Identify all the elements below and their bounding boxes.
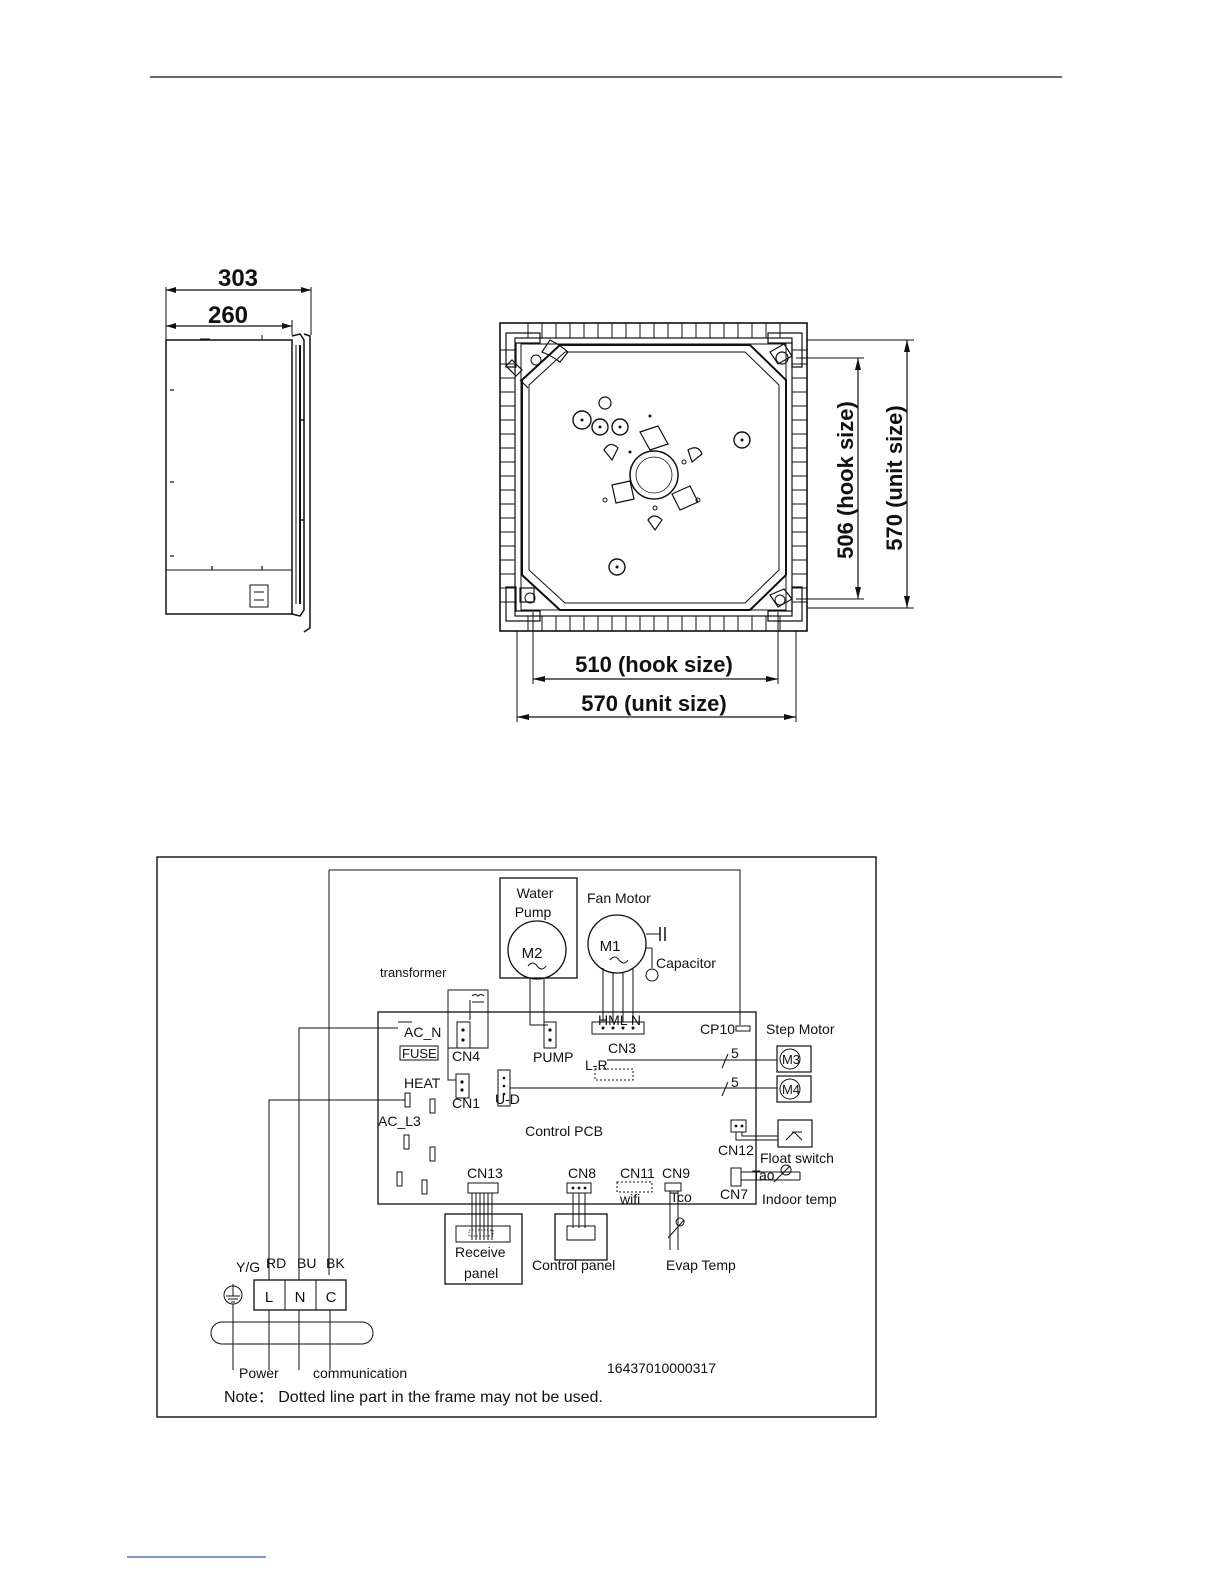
cn3-label: CN3 — [608, 1040, 636, 1056]
control-panel-box — [554, 1213, 608, 1261]
yg-label: Y/G — [236, 1259, 260, 1275]
u-d-label: U-D — [495, 1091, 520, 1107]
fan-motor-label: Fan Motor — [587, 890, 651, 906]
bu-wire — [298, 1027, 398, 1280]
water-pump-label-2: Pump — [515, 904, 552, 920]
cn9-label: CN9 — [662, 1165, 690, 1181]
wire-count-b: 5 — [731, 1074, 739, 1090]
transformer-box — [447, 989, 489, 1049]
bottom-hook-dim-label: 510 (hook size) — [575, 652, 733, 677]
note-text: Note： Dotted line part in the frame may … — [224, 1389, 603, 1406]
side-body — [165, 339, 293, 615]
part-code-label: 16437010000317 — [607, 1360, 716, 1376]
wiring-diagram: Control PCB Water Pump M2 PUMP Fan Motor… — [156, 856, 877, 1418]
control-pcb-label: Control PCB — [525, 1123, 603, 1139]
cn11-label: CN11 — [620, 1165, 655, 1181]
side-body-dim-label: 260 — [208, 302, 248, 329]
m1-motor-circle — [587, 914, 647, 974]
wifi-label: wifi — [619, 1191, 640, 1207]
terminal-l-label: L — [265, 1289, 273, 1306]
control-panel-label: Control panel — [532, 1257, 615, 1273]
heat-label: HEAT — [404, 1075, 441, 1091]
bu-label: BU — [297, 1255, 316, 1271]
terminal-block — [253, 1279, 347, 1311]
ac-l3-label: AC_L3 — [378, 1113, 421, 1129]
m2-motor-circle — [507, 920, 567, 980]
bk-label: BK — [326, 1255, 345, 1271]
float-switch-box — [777, 1119, 813, 1148]
cable-sleeve — [210, 1321, 374, 1345]
side-view-drawing: 303 260 — [165, 265, 312, 633]
tco-label: Tco — [670, 1189, 692, 1205]
rd-label: RD — [266, 1255, 286, 1271]
bottom-unit-dim-label: 570 (unit size) — [581, 691, 726, 716]
right-unit-dim-label: 570 (unit size) — [882, 405, 907, 550]
fuse-box — [399, 1045, 439, 1061]
capacitor-label: Capacitor — [656, 955, 716, 971]
indoor-temp-label: Indoor temp — [762, 1191, 837, 1207]
communication-label: communication — [313, 1365, 407, 1381]
hmln-label: HML N — [598, 1012, 641, 1028]
cn8-label: CN8 — [568, 1165, 596, 1181]
l-r-label: L-R — [585, 1057, 608, 1073]
capacitor-ground-icon — [645, 968, 659, 982]
fuse-label: FUSE — [402, 1046, 437, 1061]
receive-panel-label-1: Receive — [455, 1244, 506, 1260]
pump-connector-label: PUMP — [533, 1049, 573, 1065]
cn7-label: CN7 — [720, 1186, 748, 1202]
cn1-label: CN1 — [452, 1095, 480, 1111]
cn12-label: CN12 — [718, 1142, 754, 1158]
control-pcb-board — [377, 1011, 757, 1205]
terminal-n-label: N — [295, 1289, 306, 1306]
cn4-label: CN4 — [452, 1048, 480, 1064]
m4-label: M4 — [782, 1082, 800, 1097]
receive-panel-box — [444, 1213, 523, 1285]
ac-n-label: AC_N — [404, 1024, 441, 1040]
cn13-label: CN13 — [467, 1165, 503, 1181]
right-hook-dim-label: 506 (hook size) — [833, 401, 858, 559]
top-view-drawing: 510 (hook size) 570 (unit size) 506 (hoo… — [499, 322, 914, 722]
float-switch-label: Float switch — [760, 1150, 834, 1166]
terminal-c-label: C — [326, 1289, 337, 1306]
receive-panel-label-2: panel — [464, 1265, 498, 1281]
side-overall-dim-label: 303 — [218, 265, 258, 292]
power-label: Power — [239, 1365, 279, 1381]
evap-temp-label: Evap Temp — [666, 1257, 736, 1273]
water-pump-box — [499, 877, 578, 979]
water-pump-label-1: Water — [517, 885, 554, 901]
m1-label: M1 — [600, 938, 621, 955]
side-panel — [291, 333, 305, 617]
transformer-label: transformer — [380, 965, 447, 980]
wire-count-a: 5 — [731, 1045, 739, 1061]
cp10-label: CP10 — [700, 1021, 735, 1037]
wiring-frame — [156, 856, 877, 1418]
tao-label: Tao — [752, 1167, 775, 1183]
rd-wire — [268, 1099, 405, 1280]
m3-label: M3 — [782, 1052, 800, 1067]
step-motor-label: Step Motor — [766, 1021, 835, 1037]
m2-label: M2 — [522, 945, 543, 962]
